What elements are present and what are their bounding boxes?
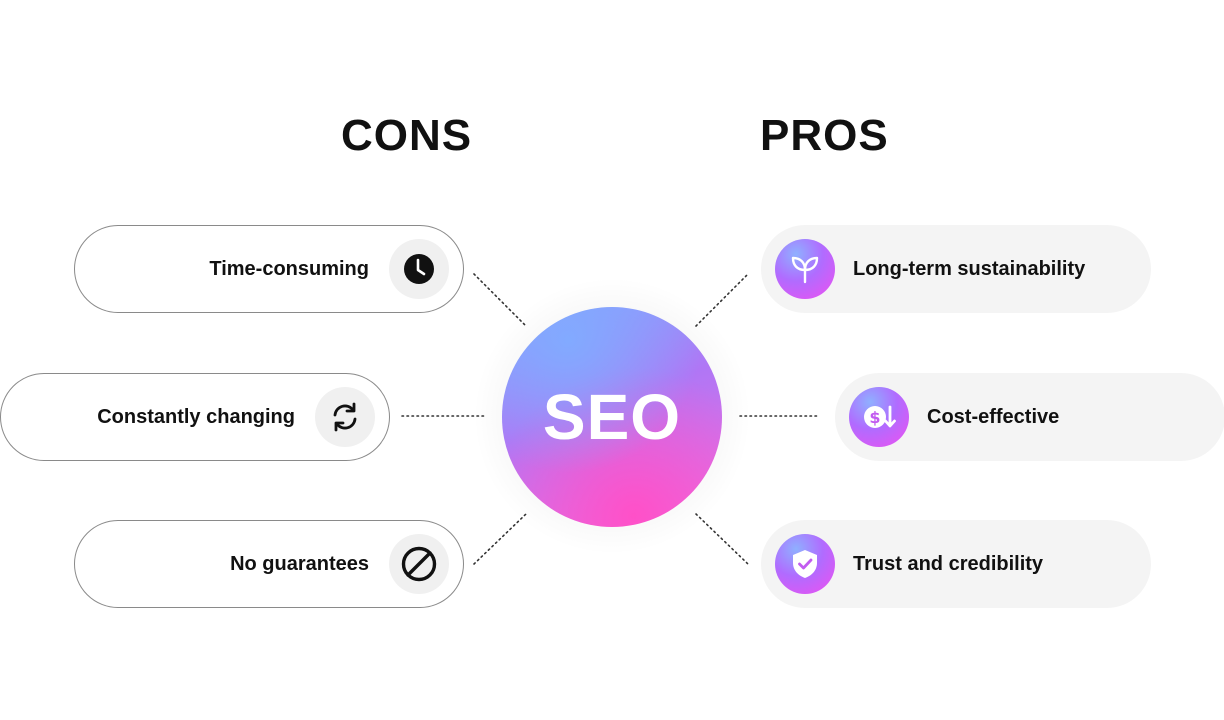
connector-long-term-sustainability bbox=[695, 273, 749, 327]
seo-circle: SEO bbox=[502, 307, 722, 527]
pro-label: Cost-effective bbox=[927, 405, 1060, 428]
refresh-icon bbox=[315, 387, 375, 447]
pros-heading: PROS bbox=[760, 111, 889, 160]
cons-heading: CONS bbox=[341, 111, 473, 160]
con-label: No guarantees bbox=[230, 552, 369, 575]
con-item-constantly-changing: Constantly changing bbox=[0, 373, 390, 461]
con-item-no-guarantees: No guarantees bbox=[74, 520, 464, 608]
connector-trust-and-credibility bbox=[695, 513, 749, 565]
svg-text:$: $ bbox=[869, 408, 880, 427]
clock-icon bbox=[389, 239, 449, 299]
pro-label: Trust and credibility bbox=[853, 552, 1044, 575]
pro-label: Long-term sustainability bbox=[853, 257, 1086, 280]
con-item-time-consuming: Time-consuming bbox=[74, 225, 464, 313]
dollar-down-icon: $ bbox=[849, 387, 909, 447]
sprout-icon bbox=[775, 239, 835, 299]
pro-item-cost-effective: $ Cost-effective bbox=[835, 373, 1224, 461]
prohibited-icon bbox=[389, 534, 449, 594]
con-label: Constantly changing bbox=[97, 405, 295, 428]
pro-item-trust-and-credibility: Trust and credibility bbox=[761, 520, 1151, 608]
shield-check-icon bbox=[775, 534, 835, 594]
seo-label: SEO bbox=[542, 381, 682, 453]
con-label: Time-consuming bbox=[209, 257, 369, 280]
connector-time-consuming bbox=[473, 273, 527, 327]
connector-no-guarantees bbox=[473, 513, 527, 565]
pro-item-long-term-sustainability: Long-term sustainability bbox=[761, 225, 1151, 313]
